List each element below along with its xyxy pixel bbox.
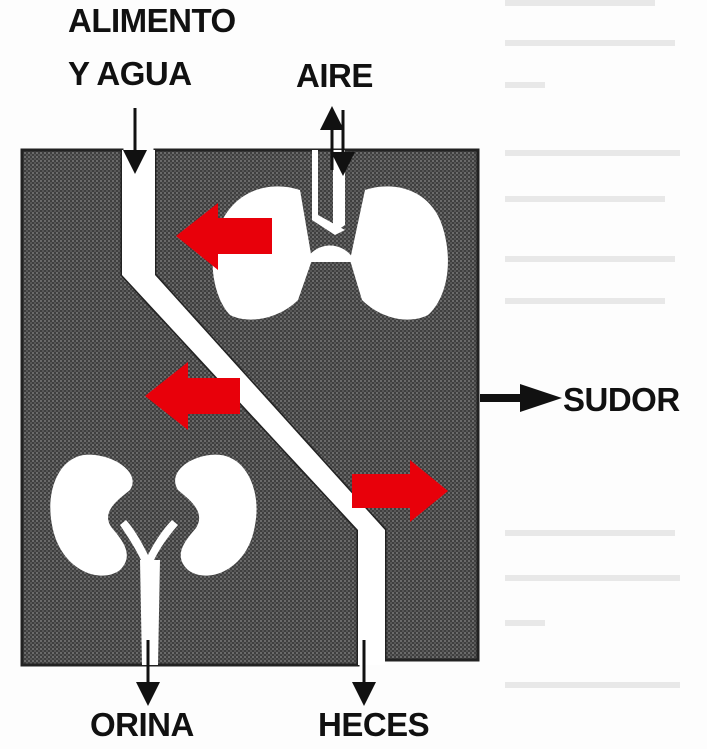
urine-label: ORINA [90, 706, 194, 744]
sweat-arrow [480, 384, 562, 412]
sweat-label: SUDOR [563, 381, 680, 419]
food-and-water-label-line2: Y AGUA [68, 55, 192, 93]
feces-label: HECES [318, 706, 429, 744]
air-label: AIRE [296, 57, 373, 95]
background-text-traces [505, 0, 680, 688]
food-and-water-label-line1: ALIMENTO [68, 2, 236, 40]
